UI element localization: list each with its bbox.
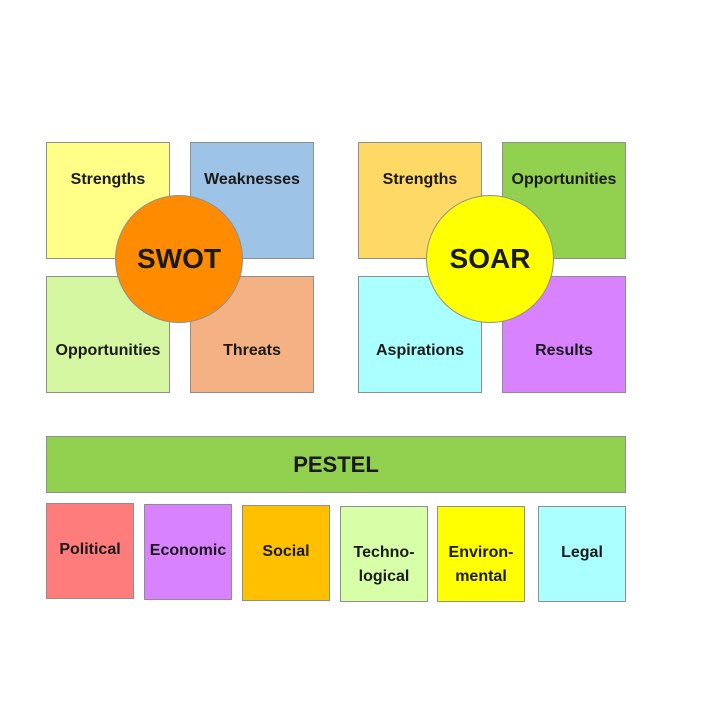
- pestel-item-line2: mental: [455, 568, 507, 585]
- pestel-item-environmental: Environ- mental: [437, 506, 525, 602]
- pestel-banner: PESTEL: [46, 436, 626, 493]
- pestel-item-social: Social: [242, 505, 330, 601]
- soar-opportunities-label: Opportunities: [511, 171, 617, 188]
- pestel-item-political: Political: [46, 503, 134, 599]
- swot-weaknesses-label: Weaknesses: [204, 171, 300, 188]
- soar-aspirations-label: Aspirations: [375, 341, 464, 359]
- pestel-title: PESTEL: [293, 451, 379, 477]
- swot-strengths-label: Strengths: [70, 171, 146, 188]
- pestel-item-line2: logical: [358, 568, 410, 585]
- swot-strengths-box: Strengths: [46, 142, 170, 259]
- soar-circle: SOAR: [426, 195, 554, 323]
- pestel-item-line1: Environ-: [448, 544, 514, 561]
- pestel-item-line1: Social: [262, 543, 310, 560]
- soar-results-label: Results: [535, 341, 593, 359]
- pestel-item-technological: Techno- logical: [340, 506, 428, 602]
- swot-circle: SWOT: [115, 195, 243, 323]
- swot-threats-label: Threats: [223, 341, 281, 359]
- pestel-item-legal: Legal: [538, 506, 626, 602]
- pestel-item-economic: Economic: [144, 504, 232, 600]
- pestel-item-line1: Legal: [561, 544, 603, 561]
- pestel-item-line1: Techno-: [353, 544, 415, 561]
- pestel-item-line1: Economic: [149, 542, 227, 559]
- swot-opportunities-box: Opportunities: [46, 276, 170, 393]
- swot-title: SWOT: [137, 243, 221, 274]
- soar-strengths-label: Strengths: [382, 171, 458, 188]
- soar-title: SOAR: [449, 243, 531, 274]
- pestel-item-line1: Political: [59, 541, 121, 558]
- swot-opportunities-label: Opportunities: [55, 341, 161, 359]
